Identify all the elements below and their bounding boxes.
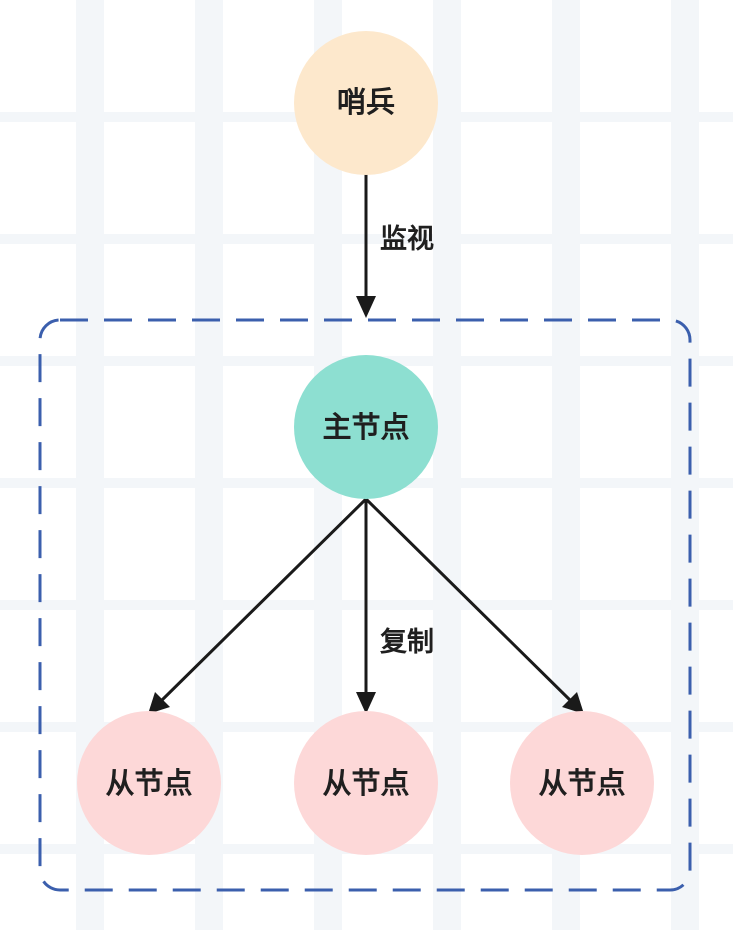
replica-node: 从节点 [294,711,438,855]
sentinel-node: 哨兵 [294,31,438,175]
replication-arrow-right [364,497,576,706]
replication-label: 复制 [380,627,434,658]
monitor-arrowhead [356,296,376,318]
replica-node: 从节点 [510,711,654,855]
replica-node: 从节点 [77,711,221,855]
replication-arrow-left [156,497,368,706]
replica-node-label: 从节点 [538,766,625,800]
monitor-label: 监视 [380,224,434,255]
replica-node-label: 从节点 [322,766,409,800]
master-node: 主节点 [294,355,438,499]
replication-arrowhead-right [562,692,584,714]
master-node-label: 主节点 [322,410,409,444]
replication-group-border [38,318,692,892]
replica-node-label: 从节点 [105,766,192,800]
replication-arrowhead-left [148,692,170,714]
replication-arrowhead-middle [356,692,376,714]
sentinel-node-label: 哨兵 [337,85,395,119]
